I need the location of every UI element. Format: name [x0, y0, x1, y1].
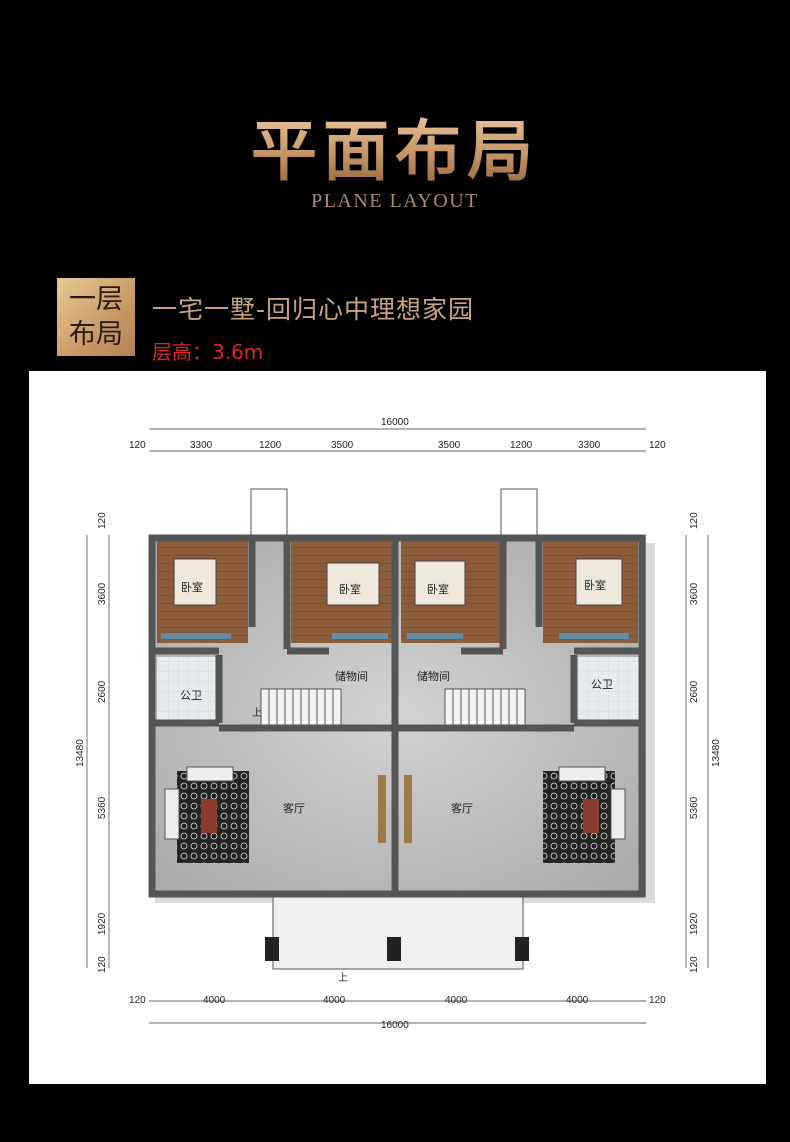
dimension-lines — [86, 428, 709, 1024]
dim-top: 3500 — [438, 440, 461, 451]
coffee-table — [583, 799, 599, 833]
dim-bottom: 4000 — [445, 995, 468, 1006]
dim-right: 120 — [689, 512, 700, 529]
rear-step — [250, 488, 288, 536]
room-label: 公卫 — [591, 678, 613, 691]
walls — [148, 534, 646, 898]
dim-right: 1920 — [689, 912, 700, 935]
dim-left: 120 — [97, 956, 108, 973]
page-subtitle: PLANE LAYOUT — [311, 190, 479, 212]
pillar — [515, 937, 529, 961]
bathroom-floor — [577, 657, 639, 721]
page-title: 平面布局 — [0, 98, 790, 194]
tv-cabinet — [378, 775, 386, 843]
bathroom-floor — [157, 657, 219, 721]
wardrobe — [559, 633, 629, 639]
room-label: 卧室 — [427, 582, 449, 596]
dim-bottom: 120 — [129, 995, 146, 1006]
dim-left: 2600 — [97, 680, 108, 703]
up-mark: 上 — [252, 707, 262, 719]
room-label: 公卫 — [180, 689, 202, 702]
bed — [326, 562, 380, 606]
dim-top: 3500 — [331, 440, 354, 451]
floor-plan-panel: 卧室 卧室 卧室 卧室 储物间 储物间 公卫 公卫 客厅 客厅 上 上 1600… — [29, 371, 766, 1084]
room-label: 储物间 — [335, 669, 368, 683]
floor-badge-line1: 一层 — [69, 284, 123, 315]
dim-left: 1920 — [97, 912, 108, 935]
dim-bottom-total: 16000 — [381, 1020, 409, 1031]
stair-right — [444, 688, 526, 726]
rear-step — [500, 488, 538, 536]
floor-height: 层高：3.6m — [152, 340, 264, 364]
bed — [414, 560, 466, 606]
up-mark: 上 — [338, 972, 348, 984]
dim-right: 5360 — [689, 796, 700, 819]
sofa — [186, 766, 234, 782]
dim-top: 1200 — [510, 440, 533, 451]
room-label: 储物间 — [417, 669, 450, 683]
dim-left-total: 13480 — [75, 739, 86, 767]
sofa — [164, 788, 180, 840]
stair-left — [260, 688, 342, 726]
dim-left: 120 — [97, 512, 108, 529]
dim-top: 3300 — [578, 440, 601, 451]
dim-top: 120 — [649, 440, 666, 451]
bed — [575, 558, 623, 606]
dim-bottom: 120 — [649, 995, 666, 1006]
pillar — [265, 937, 279, 961]
dim-left: 3600 — [97, 582, 108, 605]
dim-right: 120 — [689, 956, 700, 973]
slogan: 一宅一墅-回归心中理想家园 — [152, 295, 475, 324]
living-rug — [543, 771, 615, 863]
dim-right-total: 13480 — [711, 739, 722, 767]
bed — [173, 558, 217, 606]
wardrobe — [161, 633, 231, 639]
room-label: 客厅 — [283, 801, 305, 815]
dim-top: 1200 — [259, 440, 282, 451]
tv-cabinet — [404, 775, 412, 843]
room-label: 卧室 — [339, 582, 361, 596]
dim-top: 3300 — [190, 440, 213, 451]
sofa — [610, 788, 626, 840]
room-label: 卧室 — [584, 578, 606, 592]
dim-bottom: 4000 — [203, 995, 226, 1006]
floor-badge: 一层 布局 — [57, 278, 135, 356]
dim-right: 3600 — [689, 582, 700, 605]
room-label: 客厅 — [451, 801, 473, 815]
coffee-table — [201, 799, 217, 833]
sofa — [558, 766, 606, 782]
wardrobe — [407, 633, 463, 639]
dim-right: 2600 — [689, 680, 700, 703]
wardrobe — [332, 633, 388, 639]
dim-bottom: 4000 — [566, 995, 589, 1006]
pillar — [387, 937, 401, 961]
room-label: 卧室 — [181, 580, 203, 594]
dim-top: 120 — [129, 440, 146, 451]
floor-plan: 卧室 卧室 卧室 卧室 储物间 储物间 公卫 公卫 客厅 客厅 上 上 1600… — [75, 417, 722, 1031]
dim-left: 5360 — [97, 796, 108, 819]
dim-bottom: 4000 — [323, 995, 346, 1006]
dim-top-total: 16000 — [381, 417, 409, 428]
floor-badge-line2: 布局 — [69, 319, 123, 350]
